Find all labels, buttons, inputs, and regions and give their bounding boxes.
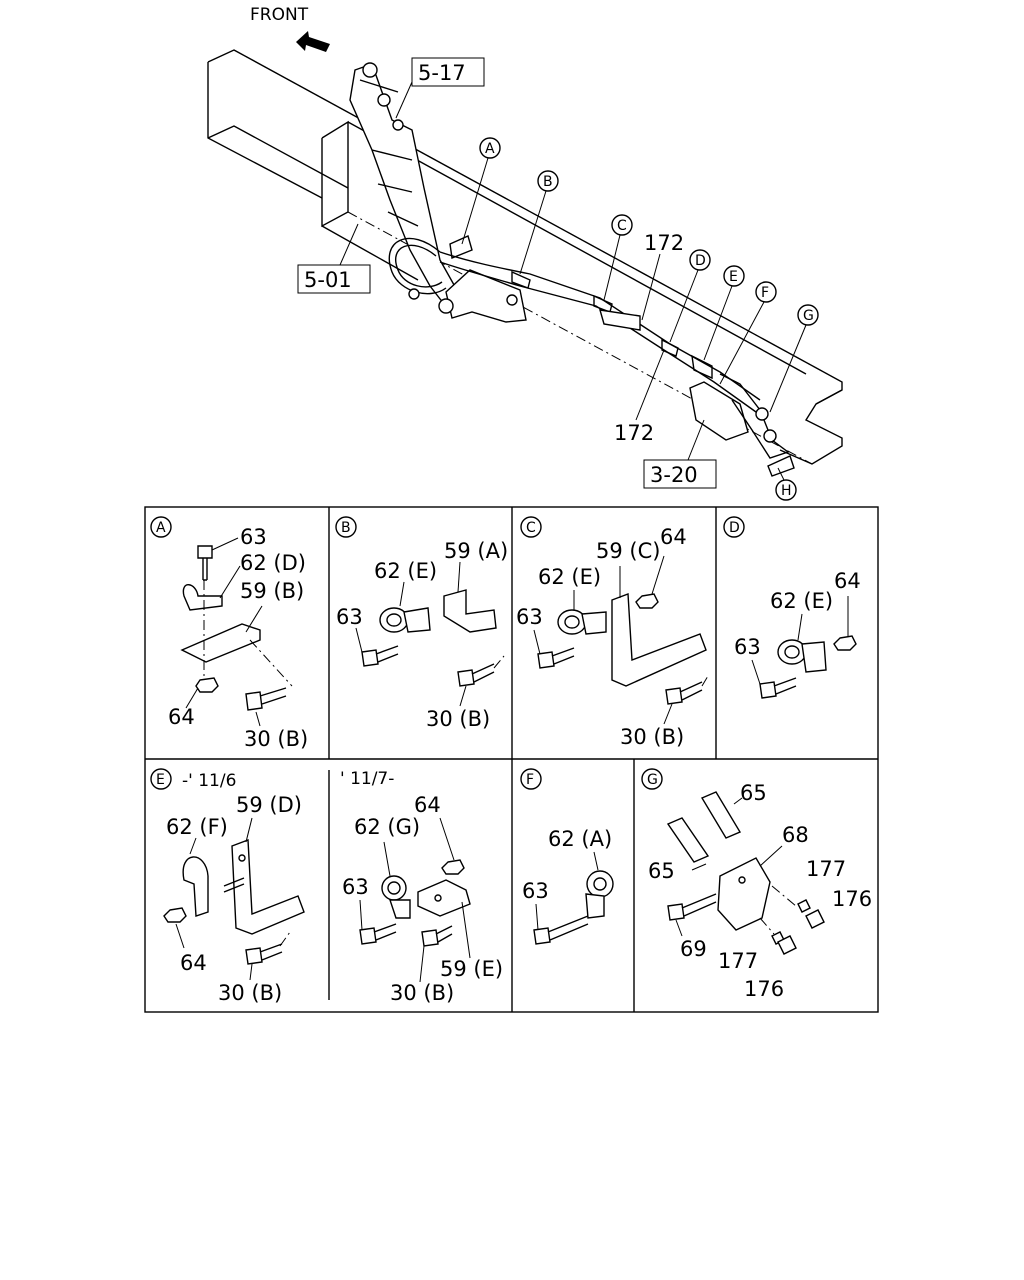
label-62d: 62 (D)	[240, 551, 306, 575]
ref-3-20: 3-20	[650, 463, 698, 487]
label-63: 63	[336, 605, 363, 629]
label-63: 63	[240, 525, 267, 549]
ref-5-17: 5-17	[418, 61, 466, 85]
callout-h: H	[775, 467, 797, 501]
label-65-top: 65	[740, 781, 767, 805]
label-59d: 59 (D)	[236, 793, 302, 817]
svg-text:E: E	[729, 269, 738, 285]
panel-e: E -' 11/6 ' 11/7- 59 (D) 62 (F) 64 30 (B…	[150, 768, 503, 1005]
label-30b: 30 (B)	[426, 707, 490, 731]
svg-text:B: B	[543, 174, 553, 190]
label-64-r: 64	[414, 793, 441, 817]
panel-d-letter: D	[729, 520, 740, 536]
label-30b: 30 (B)	[620, 725, 684, 749]
callout-e: E	[703, 265, 745, 361]
part-172-bottom: 172	[614, 421, 654, 445]
panel-f: F 62 (A) 63	[520, 768, 614, 945]
label-176-bot: 176	[744, 977, 784, 1001]
label-177-top: 177	[806, 857, 846, 881]
svg-text:H: H	[781, 483, 792, 499]
part-172-top: 172	[644, 231, 684, 255]
label-30b: 30 (B)	[218, 981, 282, 1005]
label-64: 64	[168, 705, 195, 729]
panel-c-letter: C	[526, 520, 536, 536]
callout-g: G	[769, 304, 819, 413]
label-63: 63	[522, 879, 549, 903]
panel-e-letter: E	[156, 772, 165, 788]
label-63: 63	[516, 605, 543, 629]
label-59e: 59 (E)	[440, 957, 503, 981]
callout-f: F	[719, 281, 777, 385]
label-63: 63	[734, 635, 761, 659]
label-62e: 62 (E)	[770, 589, 833, 613]
panel-g-letter: G	[647, 772, 658, 788]
panel-g: G 65 68 65 177 176 69 177 176	[641, 768, 872, 1001]
range-right: ' 11/7-	[340, 769, 394, 789]
label-62e: 62 (E)	[538, 565, 601, 589]
range-left: -' 11/6	[182, 771, 236, 791]
detail-grid	[144, 506, 879, 1013]
svg-text:G: G	[803, 308, 814, 324]
label-64: 64	[834, 569, 861, 593]
front-label: FRONT	[250, 5, 309, 25]
label-59b: 59 (B)	[240, 579, 304, 603]
panel-c: C 59 (C) 64 62 (E) 63 30 (B)	[516, 516, 709, 749]
label-62e: 62 (E)	[374, 559, 437, 583]
label-30b-r: 30 (B)	[390, 981, 454, 1005]
label-59c: 59 (C)	[596, 539, 660, 563]
callout-c: C	[603, 214, 633, 301]
panel-b-letter: B	[341, 520, 351, 536]
panel-a: A 63 62 (D) 59 (B) 64 30 (B)	[150, 516, 308, 751]
label-69: 69	[680, 937, 707, 961]
label-64: 64	[180, 951, 207, 975]
callout-a: A	[461, 137, 501, 245]
panel-b: B 62 (E) 59 (A) 63 30 (B)	[335, 516, 508, 731]
label-62g: 62 (G)	[354, 815, 420, 839]
callout-d: D	[669, 249, 711, 343]
label-64: 64	[660, 525, 687, 549]
label-63-r: 63	[342, 875, 369, 899]
label-176-top: 176	[832, 887, 872, 911]
svg-text:C: C	[617, 218, 627, 234]
svg-text:F: F	[761, 285, 769, 301]
label-59a: 59 (A)	[444, 539, 508, 563]
label-68: 68	[782, 823, 809, 847]
panel-f-letter: F	[526, 772, 534, 788]
ref-5-01: 5-01	[304, 268, 352, 292]
label-177-bot: 177	[718, 949, 758, 973]
rear-bracket	[689, 381, 749, 441]
label-65-left: 65	[648, 859, 675, 883]
front-arrow-icon	[296, 31, 330, 52]
svg-text:A: A	[485, 141, 495, 157]
label-30b: 30 (B)	[244, 727, 308, 751]
panel-a-letter: A	[156, 520, 166, 536]
svg-text:D: D	[695, 253, 706, 269]
label-62a: 62 (A)	[548, 827, 612, 851]
main-assembly: FRONT 5	[207, 5, 843, 501]
panel-d: D 64 62 (E) 63	[723, 516, 861, 699]
label-62f: 62 (F)	[166, 815, 228, 839]
callout-b: B	[519, 170, 559, 275]
